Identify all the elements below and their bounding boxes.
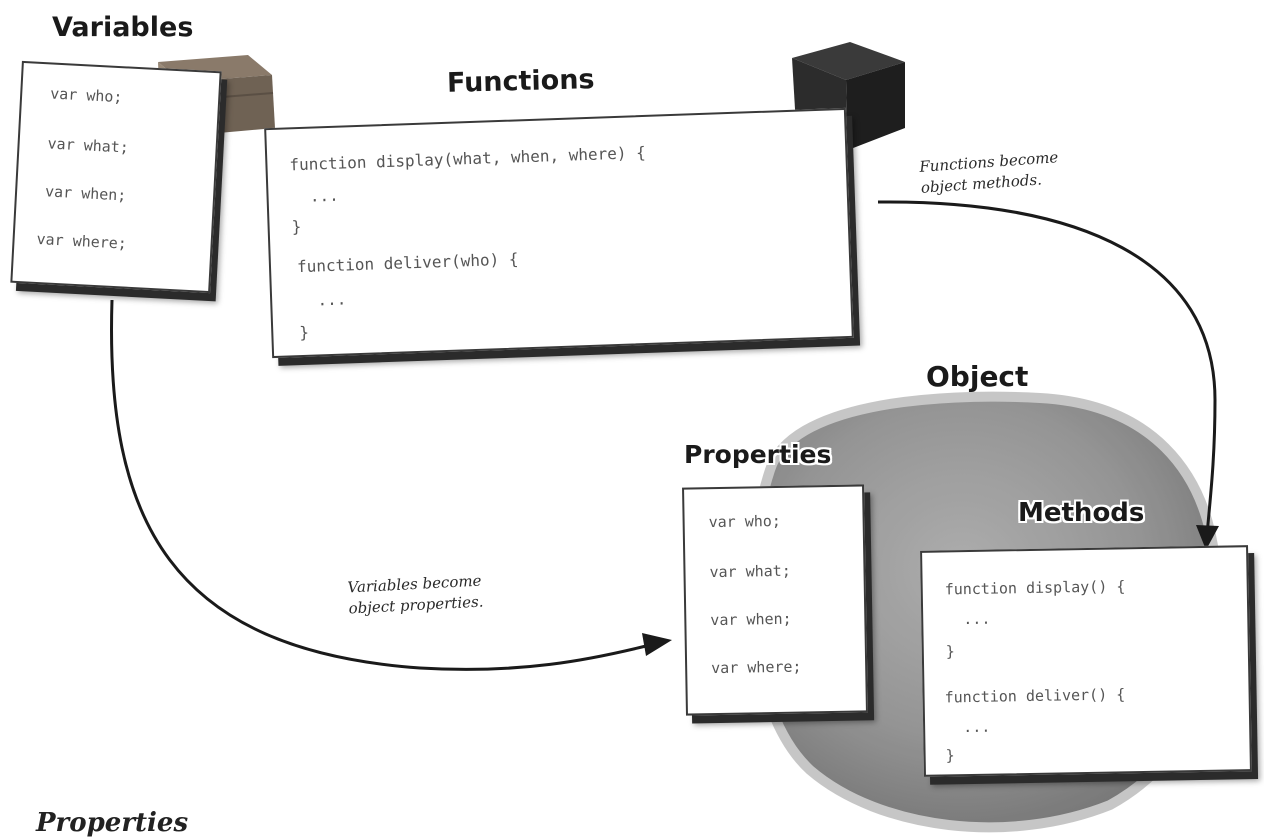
methods-line-4: function deliver() { (944, 685, 1126, 707)
methods-heading: Methods (1018, 498, 1145, 528)
functions-line-6: } (298, 322, 310, 343)
properties-card: var who; var what; var when; var where; (682, 484, 868, 716)
functions-line-5: ... (297, 289, 347, 311)
variables-heading: Variables (52, 12, 194, 43)
methods-line-3: } (945, 642, 955, 661)
properties-heading: Properties (684, 440, 832, 469)
properties-line-what: var what; (709, 561, 791, 582)
properties-line-where: var where; (711, 657, 802, 678)
variables-line-who: var who; (49, 84, 123, 107)
functions-card: function display(what, when, where) { ..… (264, 107, 854, 359)
methods-line-6: } (945, 746, 955, 765)
functions-line-3: } (291, 216, 302, 237)
functions-to-methods-arrowhead (1196, 525, 1219, 550)
functions-line-4: function deliver(who) { (296, 249, 519, 277)
variables-line-where: var where; (36, 229, 128, 253)
functions-line-1: function display(what, when, where) { (289, 142, 646, 175)
variables-note: Variables become object properties. (347, 570, 484, 619)
variables-to-properties-arrowhead (642, 633, 672, 656)
variables-card: var who; var what; var when; var where; (10, 60, 222, 294)
methods-line-5: ... (944, 717, 991, 737)
methods-line-2: ... (945, 609, 991, 629)
variables-to-properties-arrow (110, 299, 651, 671)
functions-to-methods-arrow (877, 200, 1217, 536)
properties-line-when: var when; (710, 609, 792, 630)
methods-line-1: function display() { (944, 577, 1126, 599)
properties-line-who: var who; (708, 511, 782, 532)
methods-card: function display() { ... } function deli… (920, 545, 1252, 777)
functions-heading: Functions (446, 64, 595, 99)
bottom-properties-heading: Properties (36, 808, 189, 838)
variables-line-what: var what; (47, 134, 130, 157)
functions-line-2: ... (290, 185, 340, 207)
object-heading: Object (926, 360, 1029, 393)
variables-line-when: var when; (44, 182, 127, 205)
